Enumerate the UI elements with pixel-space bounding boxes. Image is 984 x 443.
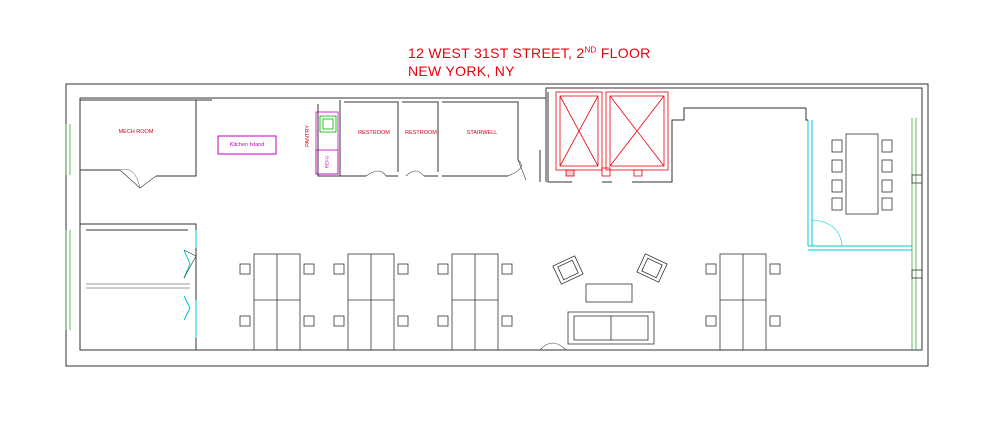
elevator-2 [601,91,669,177]
desk-cluster-4 [705,253,781,351]
core-walls [196,88,547,182]
right-conference [807,120,912,251]
mech-room-label: MECH ROOM [118,129,154,135]
mech-room [79,99,197,189]
restroom-2-label: RESTROOM [405,130,437,136]
desk-cluster-2 [333,253,409,351]
kitchen-island-label: Kitchen Island [229,142,265,148]
sink [319,115,337,133]
restroom-1-label: RESTROOM [358,130,390,136]
desk-cluster-1 [239,253,315,351]
left-windows [65,124,71,330]
outer-walls [65,83,929,367]
left-enclosure [80,223,197,350]
desk-cluster-3 [437,253,513,351]
elevator-1 [555,91,603,177]
sofa [567,311,655,345]
refrigerator-label: REFG [324,155,330,169]
glass-door-left [183,230,197,338]
restroom-doors [365,159,527,181]
lounge-chair-right [636,253,668,283]
kitchen-island [217,135,277,155]
address-line-1: 12 WEST 31ST STREET, 2ND FLOOR [408,45,651,61]
conference-table [831,133,893,215]
stairwell-label: STAIRWELL [466,130,498,136]
pantry [315,111,339,175]
address-line-2: NEW YORK, NY [408,63,515,79]
coffee-table [585,283,633,303]
pantry-label: PANTRY [305,125,311,147]
lounge-chair-left [552,255,584,285]
right-windows [911,118,923,350]
